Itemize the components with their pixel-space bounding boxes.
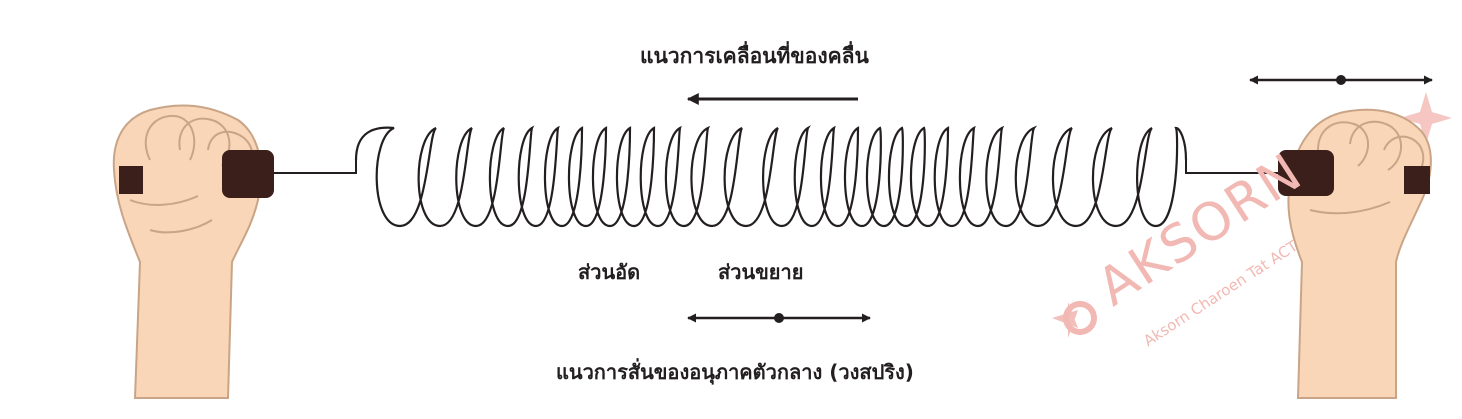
spring-coils — [354, 125, 1188, 228]
right-hand-icon — [1278, 108, 1432, 399]
left-rod — [274, 160, 357, 174]
particle-oscillation-label: แนวการสั่นของอนุภาคตัวกลาง (วงสปริง) — [556, 360, 914, 384]
compression-label: ส่วนอัด — [578, 260, 641, 284]
watermark-logo-icon — [1052, 92, 1452, 338]
wave-direction-label: แนวการเคลื่อนที่ของคลื่น — [640, 44, 869, 68]
spring-coil-path — [354, 125, 1188, 228]
rarefaction-label: ส่วนขยาย — [718, 260, 804, 284]
hand-oscillation-arrow-icon — [1249, 75, 1433, 85]
left-hand-icon — [112, 104, 274, 399]
right-rod — [1185, 160, 1278, 174]
particle-oscillation-arrow-icon — [687, 313, 871, 323]
